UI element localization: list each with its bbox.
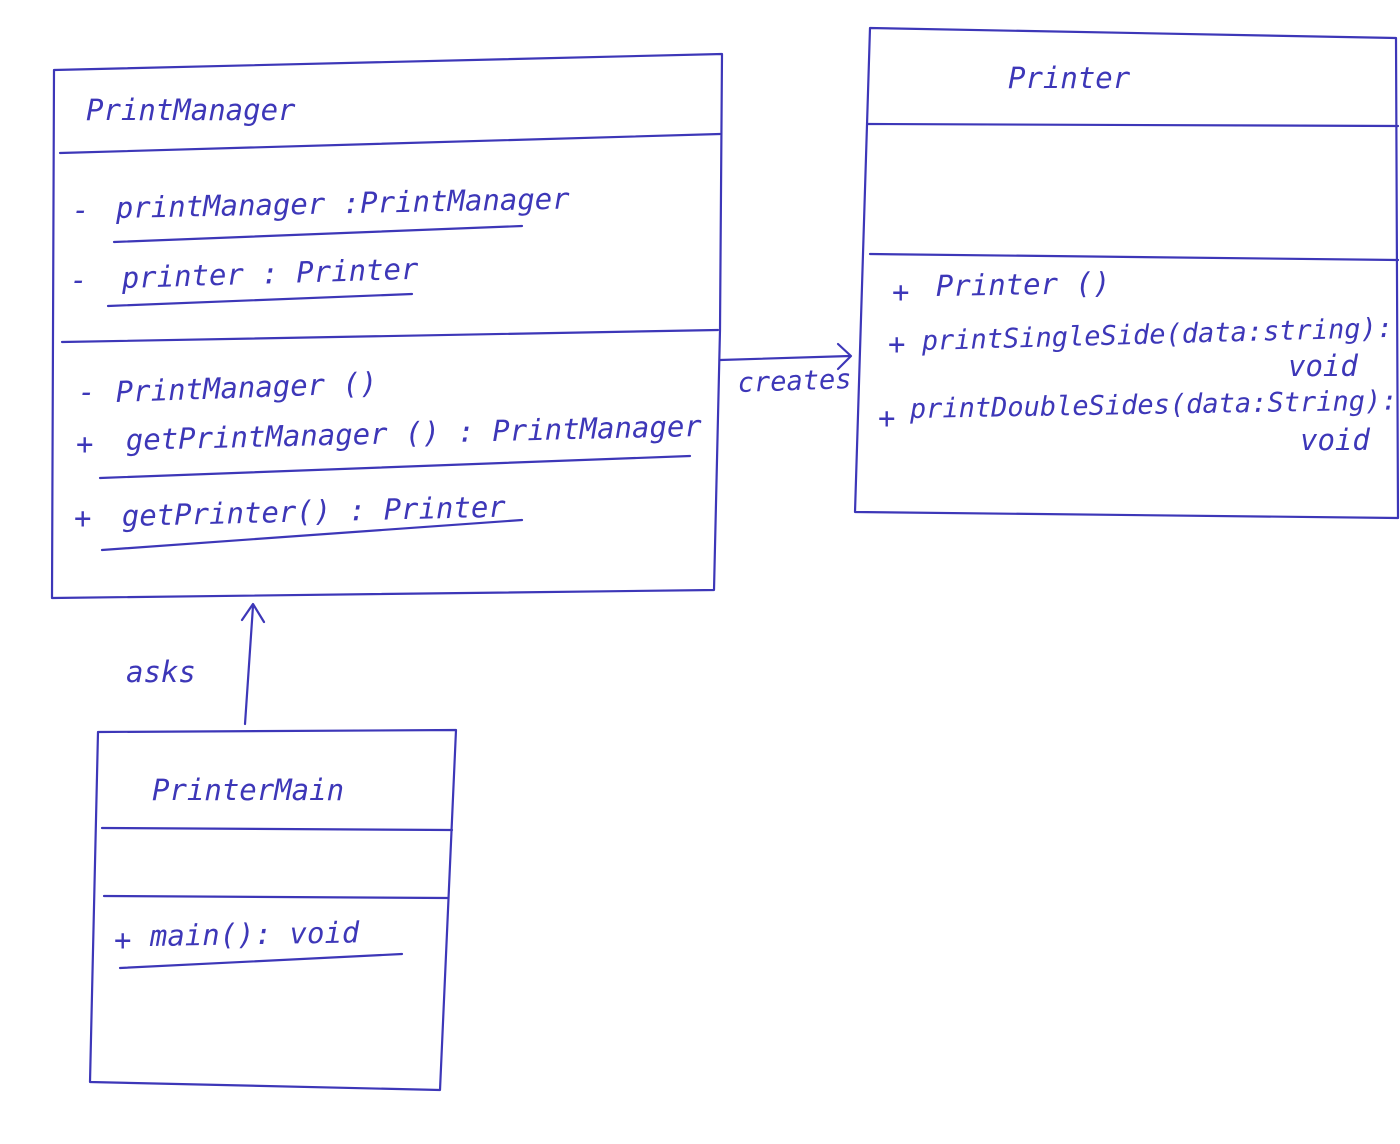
class-name: Printer — [1008, 61, 1131, 95]
method-text: main(): void — [149, 915, 361, 953]
method-text: getPrinter() : Printer — [121, 490, 506, 533]
static-underline — [98, 454, 692, 480]
method-visibility: + — [888, 327, 905, 361]
attributes-divider — [868, 252, 1400, 262]
static-underline — [118, 952, 404, 970]
attributes-divider — [102, 894, 450, 900]
class-box-outline — [50, 52, 724, 600]
method-return-type: void — [1288, 349, 1358, 383]
method-text: Printer () — [936, 266, 1111, 303]
class-name: PrintManager — [86, 93, 296, 127]
class-box-outline — [88, 728, 458, 1092]
class-print-manager: PrintManager - printManager :PrintManage… — [50, 52, 724, 600]
name-divider — [100, 826, 454, 832]
attribute-visibility: - — [70, 263, 87, 297]
creates-arrow-line — [718, 354, 852, 362]
method-text: printDoubleSides(data:String): — [909, 385, 1398, 425]
name-divider — [866, 122, 1400, 128]
attributes-divider — [60, 328, 720, 344]
asks-arrow-head — [240, 602, 266, 624]
asks-label: asks — [126, 655, 196, 689]
creates-arrow-head — [836, 342, 853, 371]
class-name: PrinterMain — [152, 773, 344, 807]
asks-arrow-line — [243, 604, 255, 726]
method-visibility: + — [76, 427, 93, 461]
method-visibility: + — [74, 501, 91, 535]
static-underline — [100, 518, 524, 552]
relation-creates: creates — [718, 342, 853, 399]
method-visibility: + — [892, 275, 909, 309]
creates-label: creates — [737, 364, 852, 399]
method-visibility: + — [114, 923, 131, 957]
method-text: getPrintManager () : PrintManager — [125, 409, 702, 457]
attribute-text: printManager :PrintManager — [114, 181, 570, 225]
name-divider — [58, 132, 722, 155]
method-visibility: - — [78, 375, 95, 409]
static-underline — [112, 224, 524, 244]
static-underline — [106, 292, 414, 308]
attribute-visibility: - — [72, 193, 89, 227]
method-return-type: void — [1300, 423, 1370, 457]
class-box-outline — [853, 26, 1400, 520]
class-printer: Printer + Printer () + printSingleSide(d… — [853, 26, 1400, 520]
method-text: PrintManager () — [115, 366, 378, 409]
attribute-text: printer : Printer — [120, 252, 419, 295]
class-printer-main: PrinterMain + main(): void — [88, 728, 458, 1092]
method-visibility: + — [878, 401, 895, 435]
relation-asks: asks — [126, 602, 266, 726]
